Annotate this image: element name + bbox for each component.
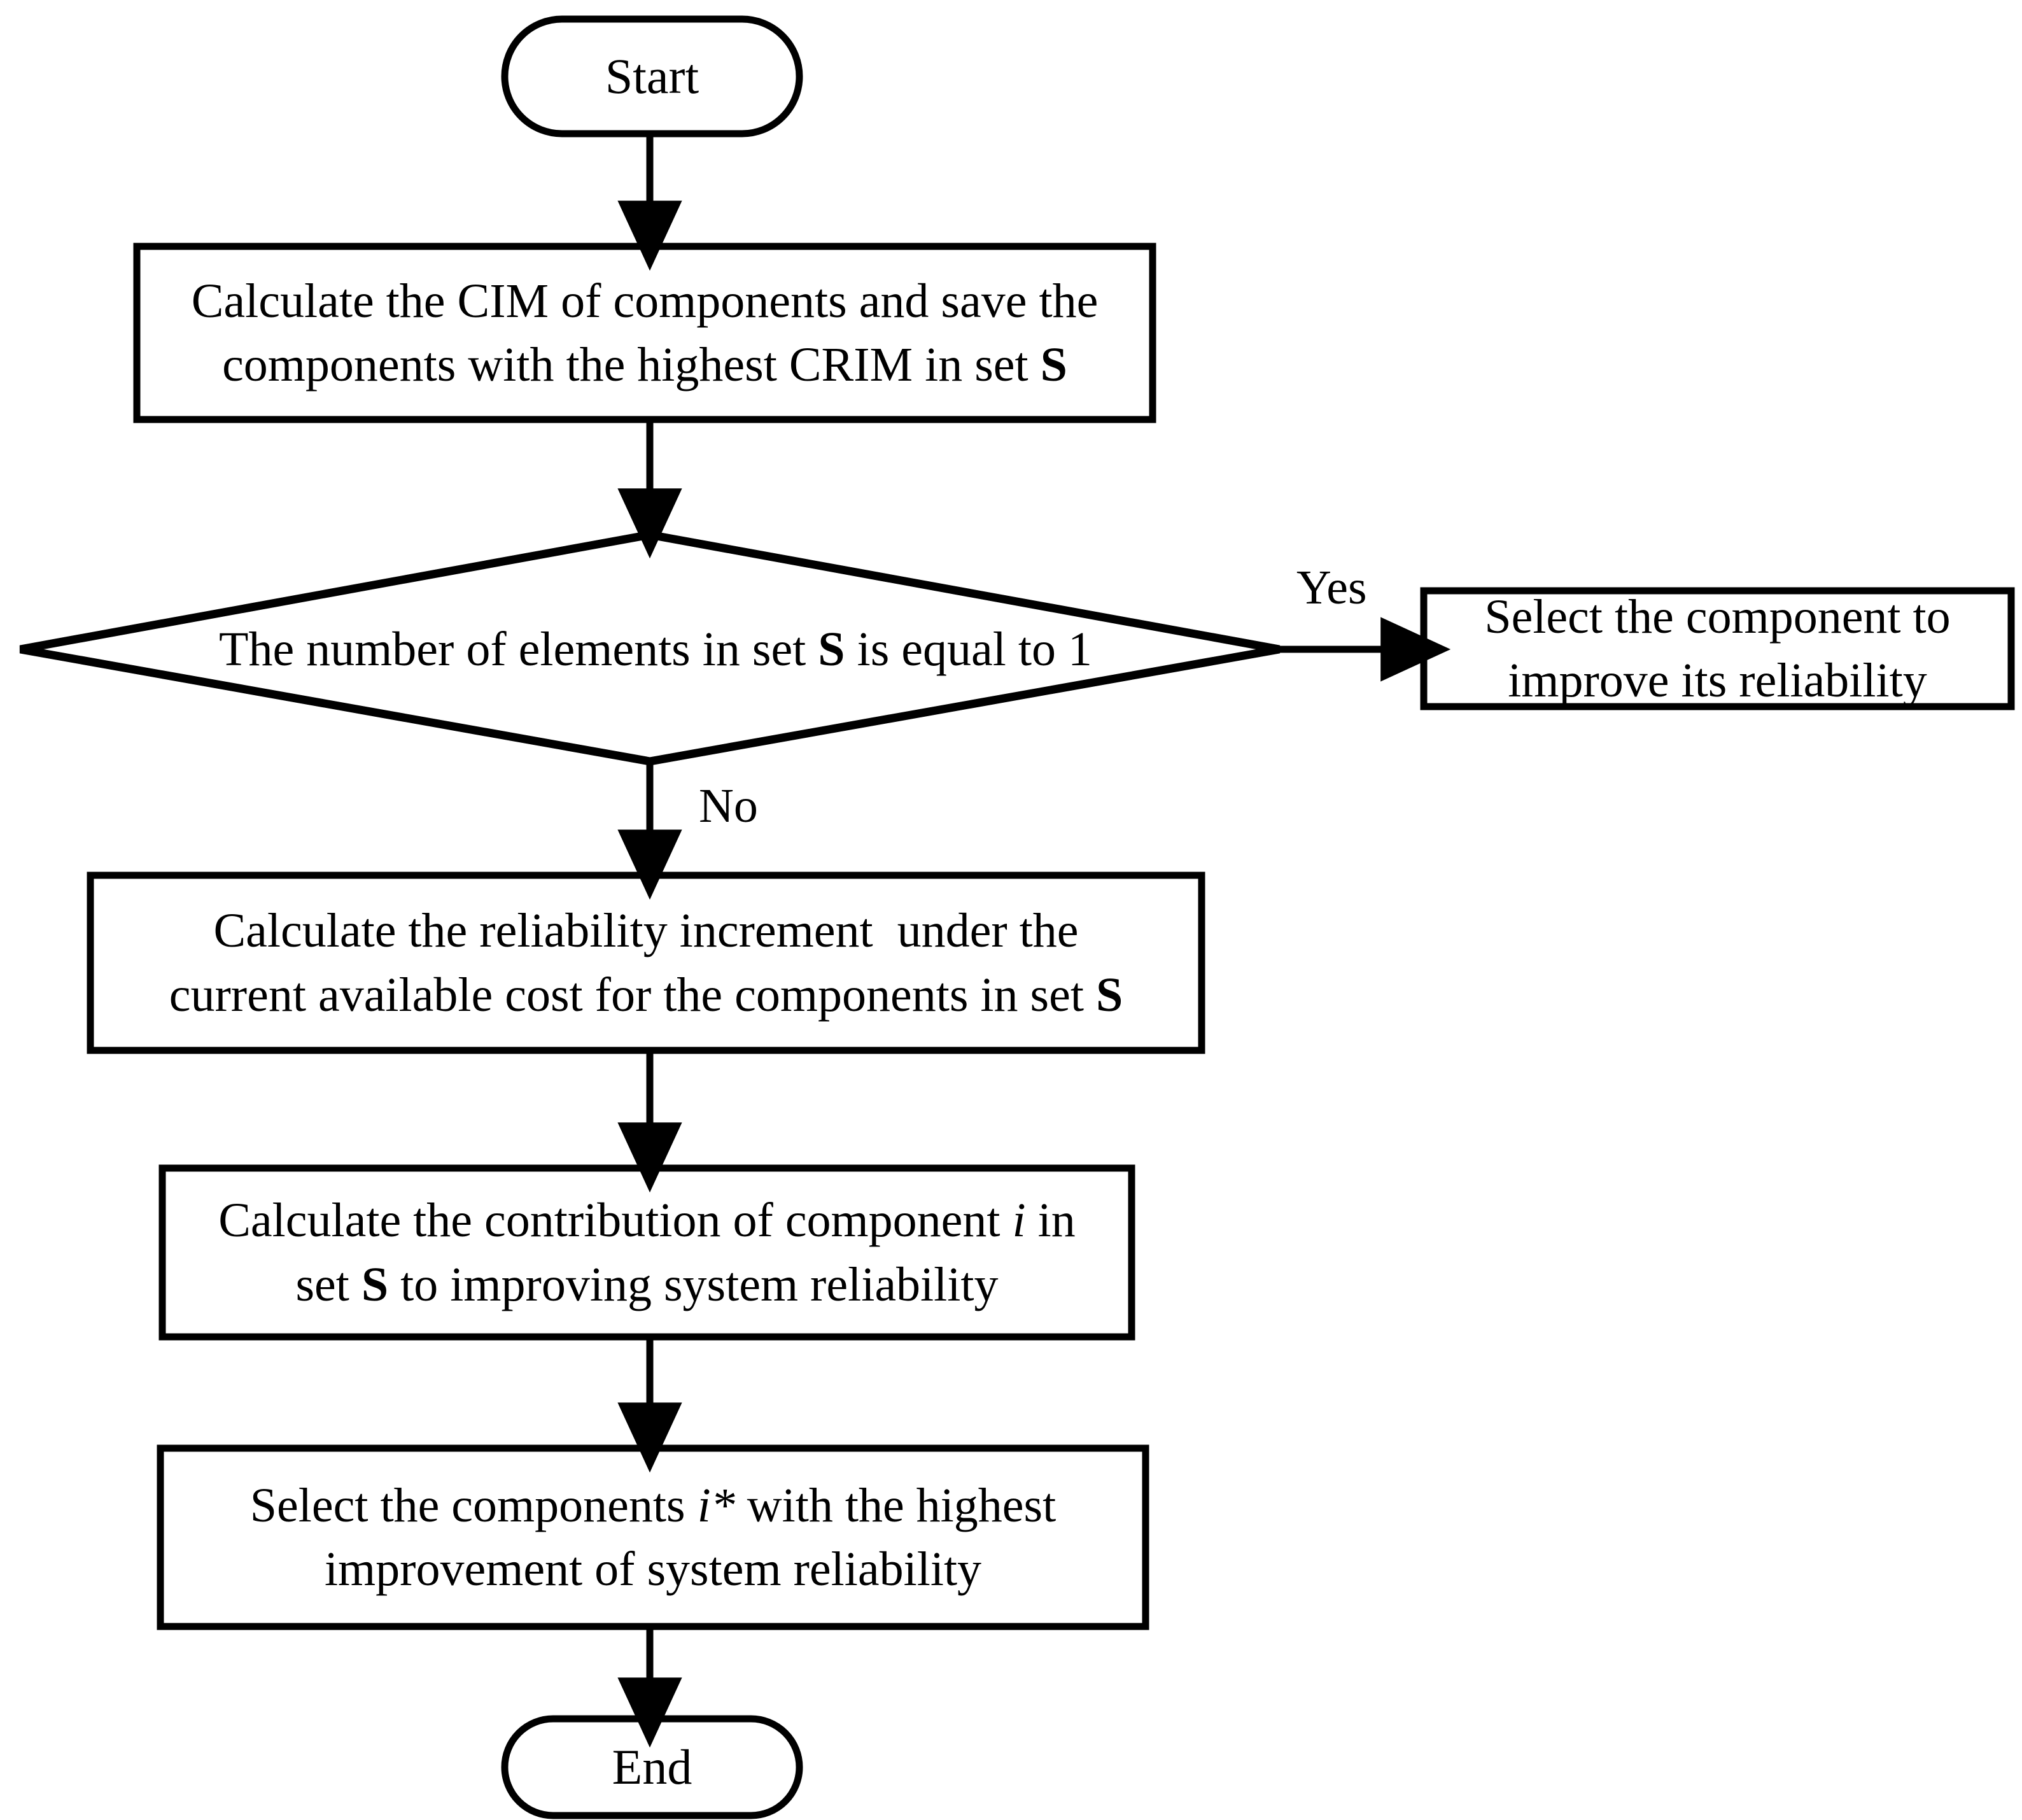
node-select-component-shape — [1420, 587, 2015, 710]
node-calc-contribution-shape — [158, 1164, 1135, 1341]
node-calc-increment-shape — [87, 871, 1205, 1054]
node-start-shape — [501, 15, 803, 138]
no-label-text: No — [699, 779, 758, 833]
node-select-components-shape — [157, 1444, 1149, 1630]
node-calc-cim-shape — [133, 243, 1156, 423]
edge-label-yes: Yes — [1296, 563, 1367, 612]
node-decision-shape — [19, 530, 1281, 766]
edge-label-no: No — [699, 782, 758, 830]
node-end-shape — [501, 1715, 803, 1819]
yes-label-text: Yes — [1296, 561, 1367, 614]
